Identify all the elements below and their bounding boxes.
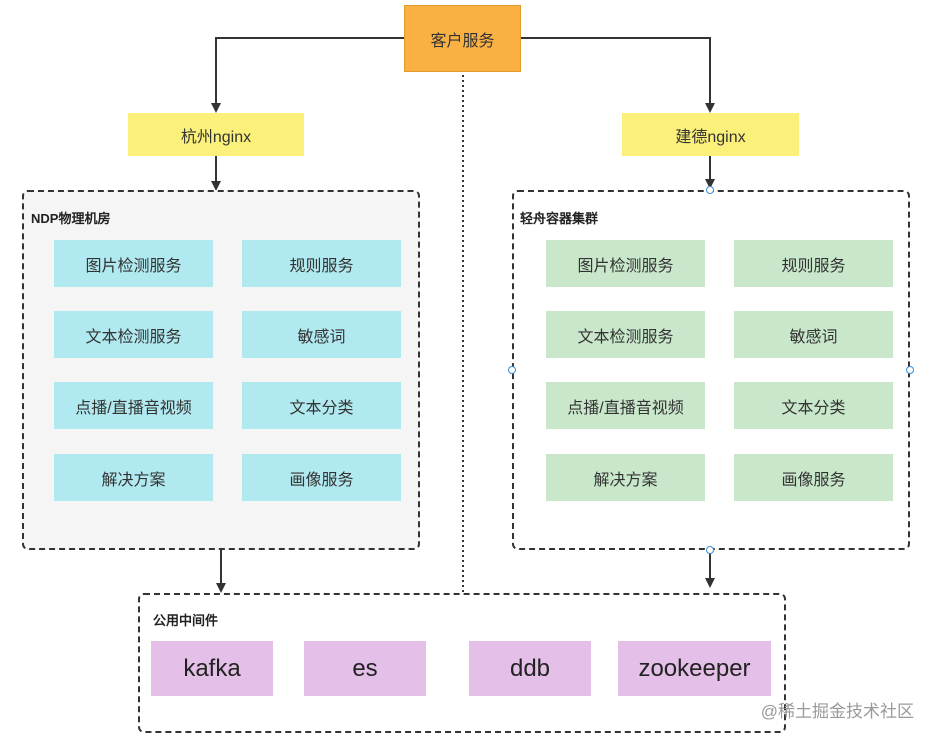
- ndp-service-4: 敏感词: [242, 311, 401, 358]
- qingzhou-service-label: 敏感词: [789, 328, 838, 346]
- ndp-service-7: 解决方案: [54, 454, 213, 501]
- ndp-service-3: 文本检测服务: [54, 311, 213, 358]
- ndp-group-title: NDP物理机房: [31, 211, 111, 226]
- watermark-text: @稀土掘金技术社区: [760, 702, 914, 721]
- ndp-service-label: 图片检测服务: [85, 257, 182, 275]
- qingzhou-service-1: 图片检测服务: [546, 240, 705, 287]
- middleware-zookeeper: zookeeper: [618, 641, 771, 696]
- qingzhou-service-label: 解决方案: [593, 471, 658, 489]
- middleware-es: es: [304, 641, 426, 696]
- client-service-node: 客户服务: [404, 5, 521, 72]
- hangzhou-nginx-label: 杭州nginx: [180, 128, 252, 146]
- qingzhou-service-label: 画像服务: [781, 471, 846, 489]
- ndp-service-label: 规则服务: [289, 257, 354, 275]
- hangzhou-nginx-node: 杭州nginx: [128, 113, 304, 156]
- jiande-nginx-label: 建德nginx: [675, 128, 746, 146]
- qingzhou-group-title: 轻舟容器集群: [520, 211, 599, 226]
- ndp-service-label: 敏感词: [297, 328, 346, 346]
- qingzhou-service-7: 解决方案: [546, 454, 705, 501]
- ndp-service-label: 解决方案: [101, 471, 166, 489]
- qingzhou-service-5: 点播/直播音视频: [546, 382, 705, 429]
- ndp-service-label: 文本分类: [289, 399, 354, 417]
- selection-handle-bottom[interactable]: [706, 546, 714, 554]
- qingzhou-service-label: 文本分类: [781, 399, 846, 417]
- middleware-kafka: kafka: [151, 641, 273, 696]
- middleware-label: ddb: [509, 654, 551, 682]
- middleware-label: es: [352, 654, 378, 682]
- selection-handle-top[interactable]: [706, 186, 714, 194]
- qingzhou-service-8: 画像服务: [734, 454, 893, 501]
- selection-handle-left[interactable]: [508, 366, 516, 374]
- qingzhou-service-6: 文本分类: [734, 382, 893, 429]
- ndp-service-2: 规则服务: [242, 240, 401, 287]
- middleware-label: zookeeper: [638, 654, 751, 682]
- ndp-service-1: 图片检测服务: [54, 240, 213, 287]
- arrow-client-to-hangzhou-nginx: [211, 37, 404, 113]
- qingzhou-service-2: 规则服务: [734, 240, 893, 287]
- qingzhou-service-label: 文本检测服务: [577, 328, 674, 346]
- qingzhou-service-label: 图片检测服务: [577, 257, 674, 275]
- client-service-label: 客户服务: [430, 32, 495, 50]
- qingzhou-service-label: 规则服务: [781, 257, 846, 275]
- arrow-client-to-jiande-nginx: [521, 37, 715, 113]
- middleware-ddb: ddb: [469, 641, 591, 696]
- ndp-service-label: 文本检测服务: [85, 328, 182, 346]
- ndp-service-label: 画像服务: [289, 471, 354, 489]
- qingzhou-service-label: 点播/直播音视频: [567, 399, 684, 417]
- ndp-service-label: 点播/直播音视频: [75, 399, 192, 417]
- middleware-group-title: 公用中间件: [153, 613, 219, 628]
- jiande-nginx-node: 建德nginx: [622, 113, 799, 156]
- selection-handle-right[interactable]: [906, 366, 914, 374]
- ndp-service-6: 文本分类: [242, 382, 401, 429]
- qingzhou-service-4: 敏感词: [734, 311, 893, 358]
- middleware-label: kafka: [183, 654, 241, 682]
- ndp-service-8: 画像服务: [242, 454, 401, 501]
- ndp-service-5: 点播/直播音视频: [54, 382, 213, 429]
- qingzhou-service-3: 文本检测服务: [546, 311, 705, 358]
